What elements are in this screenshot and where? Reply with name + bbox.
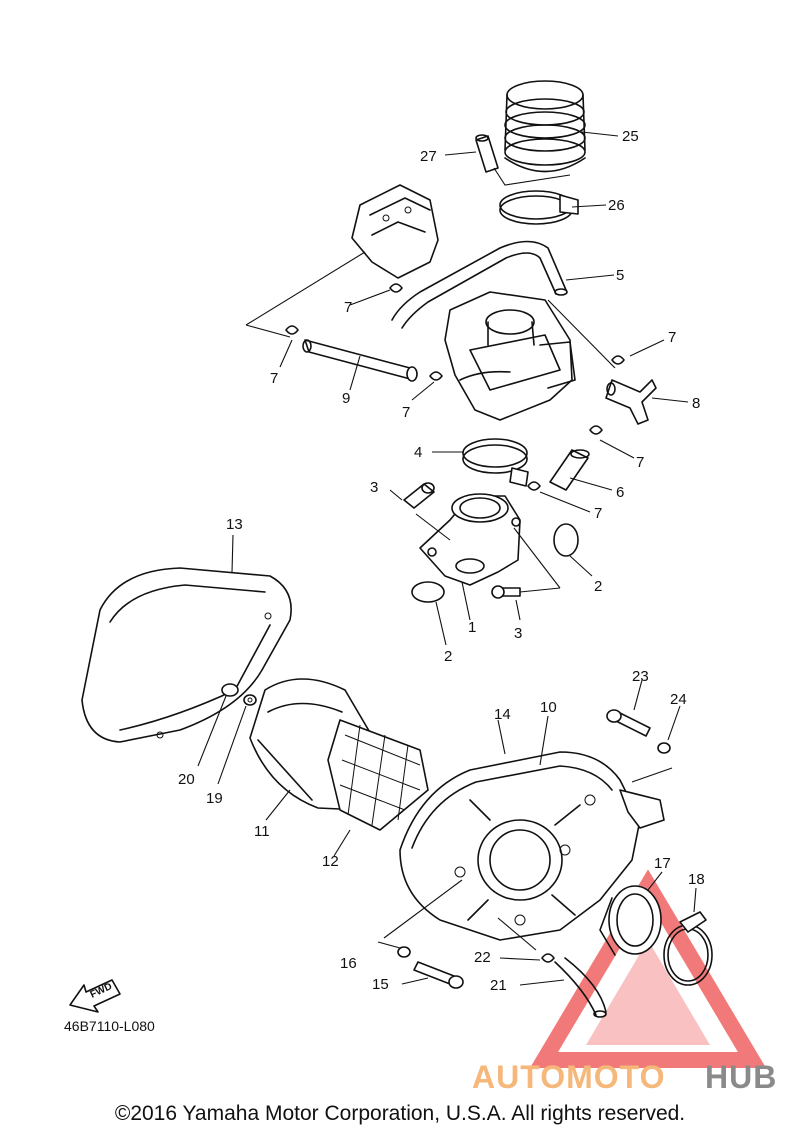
callout-22: 22 — [474, 949, 491, 966]
part-5-hose — [391, 240, 568, 329]
callout-15: 15 — [372, 976, 389, 993]
callout-24: 24 — [670, 691, 687, 708]
callout-2-a: 2 — [594, 578, 602, 595]
diagram-code: 46B7110-L080 — [64, 1018, 155, 1034]
callout-13: 13 — [226, 516, 243, 533]
part-3-bolts — [403, 482, 521, 599]
carburetor-body — [444, 291, 576, 421]
callout-11: 11 — [254, 823, 270, 840]
callout-9: 9 — [342, 390, 350, 407]
callout-25: 25 — [622, 128, 639, 145]
callout-4: 4 — [414, 444, 422, 461]
callout-7-e: 7 — [636, 454, 644, 471]
callout-5: 5 — [616, 267, 624, 284]
part-26-clamp — [499, 190, 579, 225]
part-23-24-bolt-washer — [606, 709, 671, 754]
callout-20: 20 — [178, 771, 195, 788]
callout-2-b: 2 — [444, 648, 452, 665]
callout-14: 14 — [494, 706, 511, 723]
part-16-15-washer-bolt — [397, 946, 464, 989]
callout-7-f: 7 — [594, 505, 602, 522]
part-2-orings — [411, 523, 579, 603]
part-8-tjoint — [605, 379, 657, 425]
callout-6: 6 — [616, 484, 624, 501]
part-1-manifold — [419, 493, 521, 586]
copyright-text: ©2016 Yamaha Motor Corporation, U.S.A. A… — [114, 1102, 686, 1125]
callout-21: 21 — [490, 977, 507, 994]
callout-8: 8 — [692, 395, 700, 412]
part-4-clamp — [462, 438, 529, 487]
callout-7-b: 7 — [668, 329, 676, 346]
callout-3-b: 3 — [514, 625, 522, 642]
watermark-text: AUTOMOTO HUB — [472, 1059, 777, 1095]
watermark-logo — [529, 869, 767, 1068]
callout-1: 1 — [468, 619, 476, 636]
part-12-mesh — [327, 719, 429, 831]
callout-17: 17 — [654, 855, 671, 872]
callout-10: 10 — [540, 699, 557, 716]
callout-12: 12 — [322, 853, 339, 870]
callout-labels: 25 27 26 5 7 7 7 9 8 7 7 4 6 3 7 2 1 3 2… — [178, 128, 705, 994]
part-22-21-clip-hose — [541, 953, 607, 1018]
callout-16: 16 — [340, 955, 357, 972]
part-9-hose — [302, 339, 418, 382]
callout-19: 19 — [206, 790, 223, 807]
part-17-18-elbow-clamp — [599, 885, 713, 986]
part-25-joint — [504, 80, 586, 173]
callout-7-a: 7 — [344, 299, 352, 316]
part-14-10-case — [399, 751, 665, 941]
callout-7-d: 7 — [402, 404, 410, 421]
callout-26: 26 — [608, 197, 625, 214]
part-27-hose — [475, 134, 499, 173]
bracket-part — [351, 184, 439, 279]
watermark-left: AUTOMOTO — [472, 1059, 665, 1095]
callout-7-c: 7 — [270, 370, 278, 387]
callout-23: 23 — [632, 668, 649, 685]
clip-7-group — [285, 283, 625, 491]
watermark-right: HUB — [705, 1059, 777, 1095]
callout-27: 27 — [420, 148, 437, 165]
part-20-19-screw-washer — [221, 683, 257, 706]
leader-lines — [197, 131, 697, 986]
part-6-hose — [549, 449, 590, 491]
fwd-arrow-icon: FWD — [69, 979, 121, 1013]
callout-18: 18 — [688, 871, 705, 888]
callout-3-a: 3 — [370, 479, 378, 496]
